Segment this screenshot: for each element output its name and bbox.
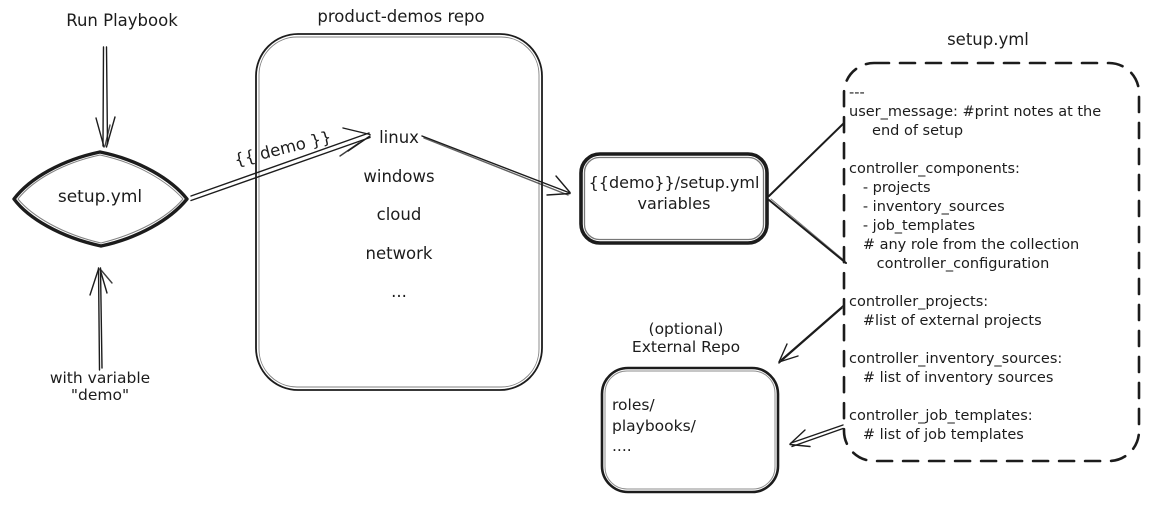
projects-arrow <box>778 304 845 364</box>
external-repo-outline <box>600 366 780 494</box>
diamond-label: setup.yml <box>57 187 143 207</box>
job-templates-arrow <box>789 424 844 448</box>
run-playbook-arrow <box>95 46 116 148</box>
diamond-shape <box>12 150 189 248</box>
repo-box-outline <box>255 33 543 391</box>
external-repo-label: (optional) External Repo <box>631 320 741 356</box>
setup-yml-content: --- user_message: #print notes at the en… <box>849 85 1102 443</box>
variables-box-outline <box>579 152 769 245</box>
demo-pick-arrow <box>190 127 371 202</box>
variables-box-label: {{demo}}/setup.yml variables <box>588 173 760 213</box>
setup-yml-title: setup.yml <box>947 30 1029 49</box>
with-variable-label: with variable "demo" <box>49 369 151 404</box>
with-variable-arrow <box>89 267 113 371</box>
linux-to-variables-arrow <box>421 135 571 196</box>
run-playbook-label: Run Playbook <box>66 11 178 30</box>
fan-connector-lines <box>768 122 847 264</box>
setup-yml-dashed-box <box>842 61 1141 463</box>
repo-item-list: linux windows cloud network ... <box>363 128 435 301</box>
external-repo-content: roles/ playbooks/ .... <box>612 396 696 455</box>
repo-title: product-demos repo <box>317 7 485 26</box>
